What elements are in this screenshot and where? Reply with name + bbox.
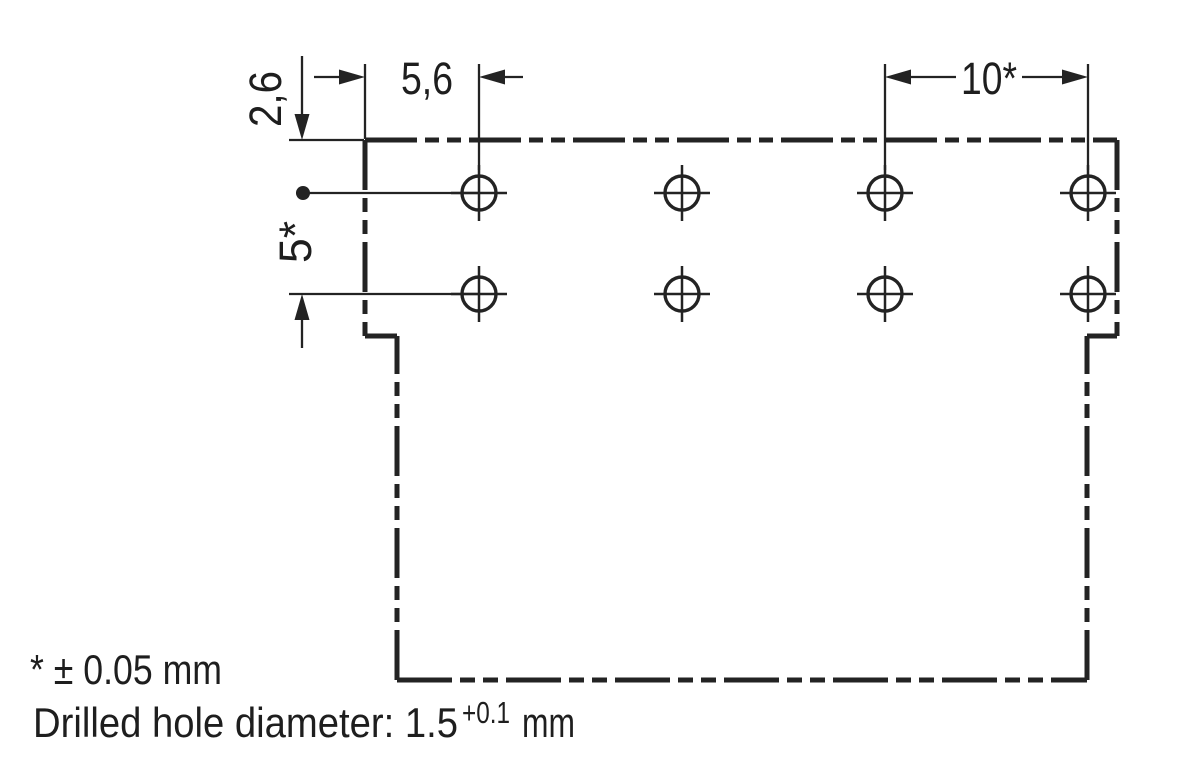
left-arrowhead-icon [885,69,911,85]
extension-lines [289,64,367,142]
dim-label-5-6: 5,6 [401,53,453,104]
drill-hole-symbol [654,165,710,221]
right-arrowhead-icon [339,69,365,85]
up-arrowhead-icon [294,294,310,320]
tolerance-note: * ± 0.05 mm [30,646,222,693]
dimension-origin-dot [296,186,310,200]
component-outline [362,137,1120,683]
right-arrowhead-icon [1062,69,1088,85]
drill-holes [451,165,1116,322]
drill-hole-symbol [451,165,507,221]
drill-hole-symbol [451,266,507,322]
drill-hole-symbol [654,266,710,322]
dim-label-5: 5* [270,221,321,263]
drill-hole-symbol [857,165,913,221]
hole-extension-lines [289,64,1090,296]
dimension-2-6: 2,6 [240,56,310,200]
drill-note-unit: mm [522,699,575,746]
down-arrowhead-icon [294,114,310,140]
drill-note-main: Drilled hole diameter: 1.5 [33,699,458,746]
drill-hole-symbol [1060,266,1116,322]
dimension-5: 5* [270,221,321,348]
drill-hole-symbol [857,266,913,322]
drill-note-superscript: +0.1 [462,695,510,730]
drill-hole-symbol [1060,165,1116,221]
dimension-5-6: 5,6 [314,53,523,104]
dimension-10: 10* [885,53,1088,104]
footnotes: * ± 0.05 mm Drilled hole diameter: 1.5 +… [30,646,575,746]
left-arrowhead-icon [479,69,505,85]
dim-label-10: 10* [961,53,1017,104]
dim-label-2-6: 2,6 [240,71,291,127]
